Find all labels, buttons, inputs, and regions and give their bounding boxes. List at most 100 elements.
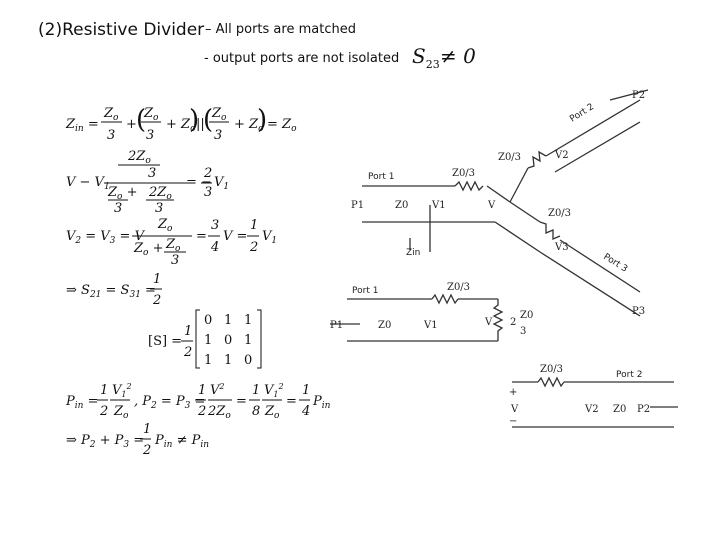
reduced-circuit-diagram [330,293,504,342]
y-divider-labels: Port 1 Z0/3 Z0/3 Z0/3 P1 Z0 V1 V V2 V3 Z… [351,90,645,317]
svg-text:2: 2 [152,293,161,308]
svg-text:Z0: Z0 [378,320,391,331]
s21-equation: ⇒ S21 = S31 = 1 2 [66,272,162,308]
svg-text:Z0: Z0 [613,404,626,415]
svg-text:= −: = − [186,175,212,190]
svg-text:2: 2 [510,317,516,328]
port2-circuit-labels: Z0/3 Port 2 + V − V2 Z0 P2 [509,364,650,427]
svg-text:1: 1 [244,313,252,328]
svg-text:, P2 = P3 =: , P2 = P3 = [134,394,205,411]
svg-text:1: 1 [143,422,151,437]
svg-text:Zo: Zo [113,404,129,421]
svg-text:3: 3 [155,201,163,216]
svg-text:Z0/3: Z0/3 [548,208,571,219]
svg-text:Zo: Zo [165,237,181,254]
svg-text:4: 4 [210,240,219,255]
svg-text:Port 2: Port 2 [568,102,596,124]
svg-text:1: 1 [250,218,258,233]
svg-text:Pin =: Pin = [65,394,98,411]
svg-text:= Zo: = Zo [267,117,297,134]
svg-text:P2: P2 [632,90,645,101]
svg-text:+: + [509,387,517,398]
svg-text:1: 1 [184,324,192,339]
svg-text:0: 0 [204,313,212,328]
svg-text:(: ( [136,105,146,135]
svg-text:3: 3 [171,253,179,268]
s23-symbol: S23 [412,44,440,71]
svg-text:1: 1 [244,333,252,348]
svg-text:2: 2 [183,345,192,360]
svg-text:P2: P2 [637,404,650,415]
svg-text:Z0/3: Z0/3 [540,364,563,375]
not-equal-zero: ≠ 0 [440,44,476,68]
svg-text:V: V [487,200,496,211]
svg-text:P3: P3 [632,306,645,317]
svg-text:1: 1 [100,383,108,398]
svg-text:V1: V1 [423,320,438,331]
svg-text:1: 1 [204,353,212,368]
svg-text:V12: V12 [112,382,132,399]
svg-text:3: 3 [148,166,156,181]
svg-text:(: ( [203,105,213,135]
note-matched: – All ports are matched [205,22,356,37]
svg-text:Port 3: Port 3 [601,252,629,274]
svg-text:+: + [126,117,137,132]
svg-text:=: = [236,394,247,409]
svg-text:V: V [484,317,493,328]
v-minus-v1-equation: 2Zo 3 V − V1 Zo + 2Zo 3 3 = − 2 3 V1 [66,149,229,216]
svg-text:3: 3 [214,128,222,143]
svg-text:3: 3 [211,218,219,233]
svg-text:Z0: Z0 [395,200,408,211]
svg-text:V1: V1 [214,175,229,192]
svg-text:Port 1: Port 1 [368,172,394,182]
svg-text:Zo +: Zo + [133,241,164,258]
svg-text:2Zo: 2Zo [148,185,172,202]
svg-text:): ) [257,105,267,135]
svg-text:2: 2 [203,166,212,181]
svg-text:Port 1: Port 1 [352,286,378,296]
svg-text:V3: V3 [554,242,569,253]
svg-text:Zin =: Zin = [65,117,99,134]
svg-text:Z0: Z0 [520,310,533,321]
svg-text:Zo +: Zo + [107,185,138,202]
svg-text:3: 3 [204,185,212,200]
svg-text:Port 2: Port 2 [616,370,642,380]
svg-text:⇒ S21 = S31 =: ⇒ S21 = S31 = [66,283,156,300]
note-not-isolated: - output ports are not isolated [204,51,400,66]
svg-text:Zo: Zo [211,106,227,123]
svg-text:8: 8 [252,404,260,419]
svg-text:=: = [196,229,207,244]
svg-text:Zo: Zo [103,106,119,123]
svg-text:V1: V1 [431,200,446,211]
svg-text:2: 2 [142,443,151,458]
svg-text:3: 3 [520,326,526,337]
slide-title: (2)Resistive Divider [38,20,205,40]
svg-text:P1: P1 [330,320,343,331]
svg-text:Z0/3: Z0/3 [452,168,475,179]
svg-text:2: 2 [99,404,108,419]
svg-text:V2: V2 [554,150,569,161]
svg-text:+ Zo: + Zo [234,117,264,134]
svg-text:): ) [189,105,199,135]
svg-text:Zo: Zo [264,404,280,421]
svg-text:V =: V = [223,229,247,244]
svg-text:Zo: Zo [143,106,159,123]
svg-text:Zo: Zo [157,217,173,234]
svg-text:Z0/3: Z0/3 [447,282,470,293]
svg-text:Zin: Zin [406,248,420,258]
svg-text:2Zo: 2Zo [127,149,151,166]
y-divider-diagram [362,89,649,317]
svg-text:[S] =: [S] = [148,334,182,349]
svg-text:V2: V2 [584,404,599,415]
v2-v3-equation: V2 = V3 = V Zo Zo + Zo 3 = 3 4 V = 1 2 V… [66,217,277,268]
svg-text:+ Zo: + Zo [166,117,196,134]
svg-text:1: 1 [198,383,206,398]
svg-text:Pin: Pin [312,394,331,411]
svg-text:3: 3 [146,128,154,143]
reduced-circuit-labels: Port 1 Z0/3 P1 Z0 V1 V Z0 2 3 [330,282,533,337]
svg-text:V2: V2 [210,382,224,398]
svg-text:V − V1: V − V1 [66,175,110,192]
svg-text:P1: P1 [351,200,364,211]
